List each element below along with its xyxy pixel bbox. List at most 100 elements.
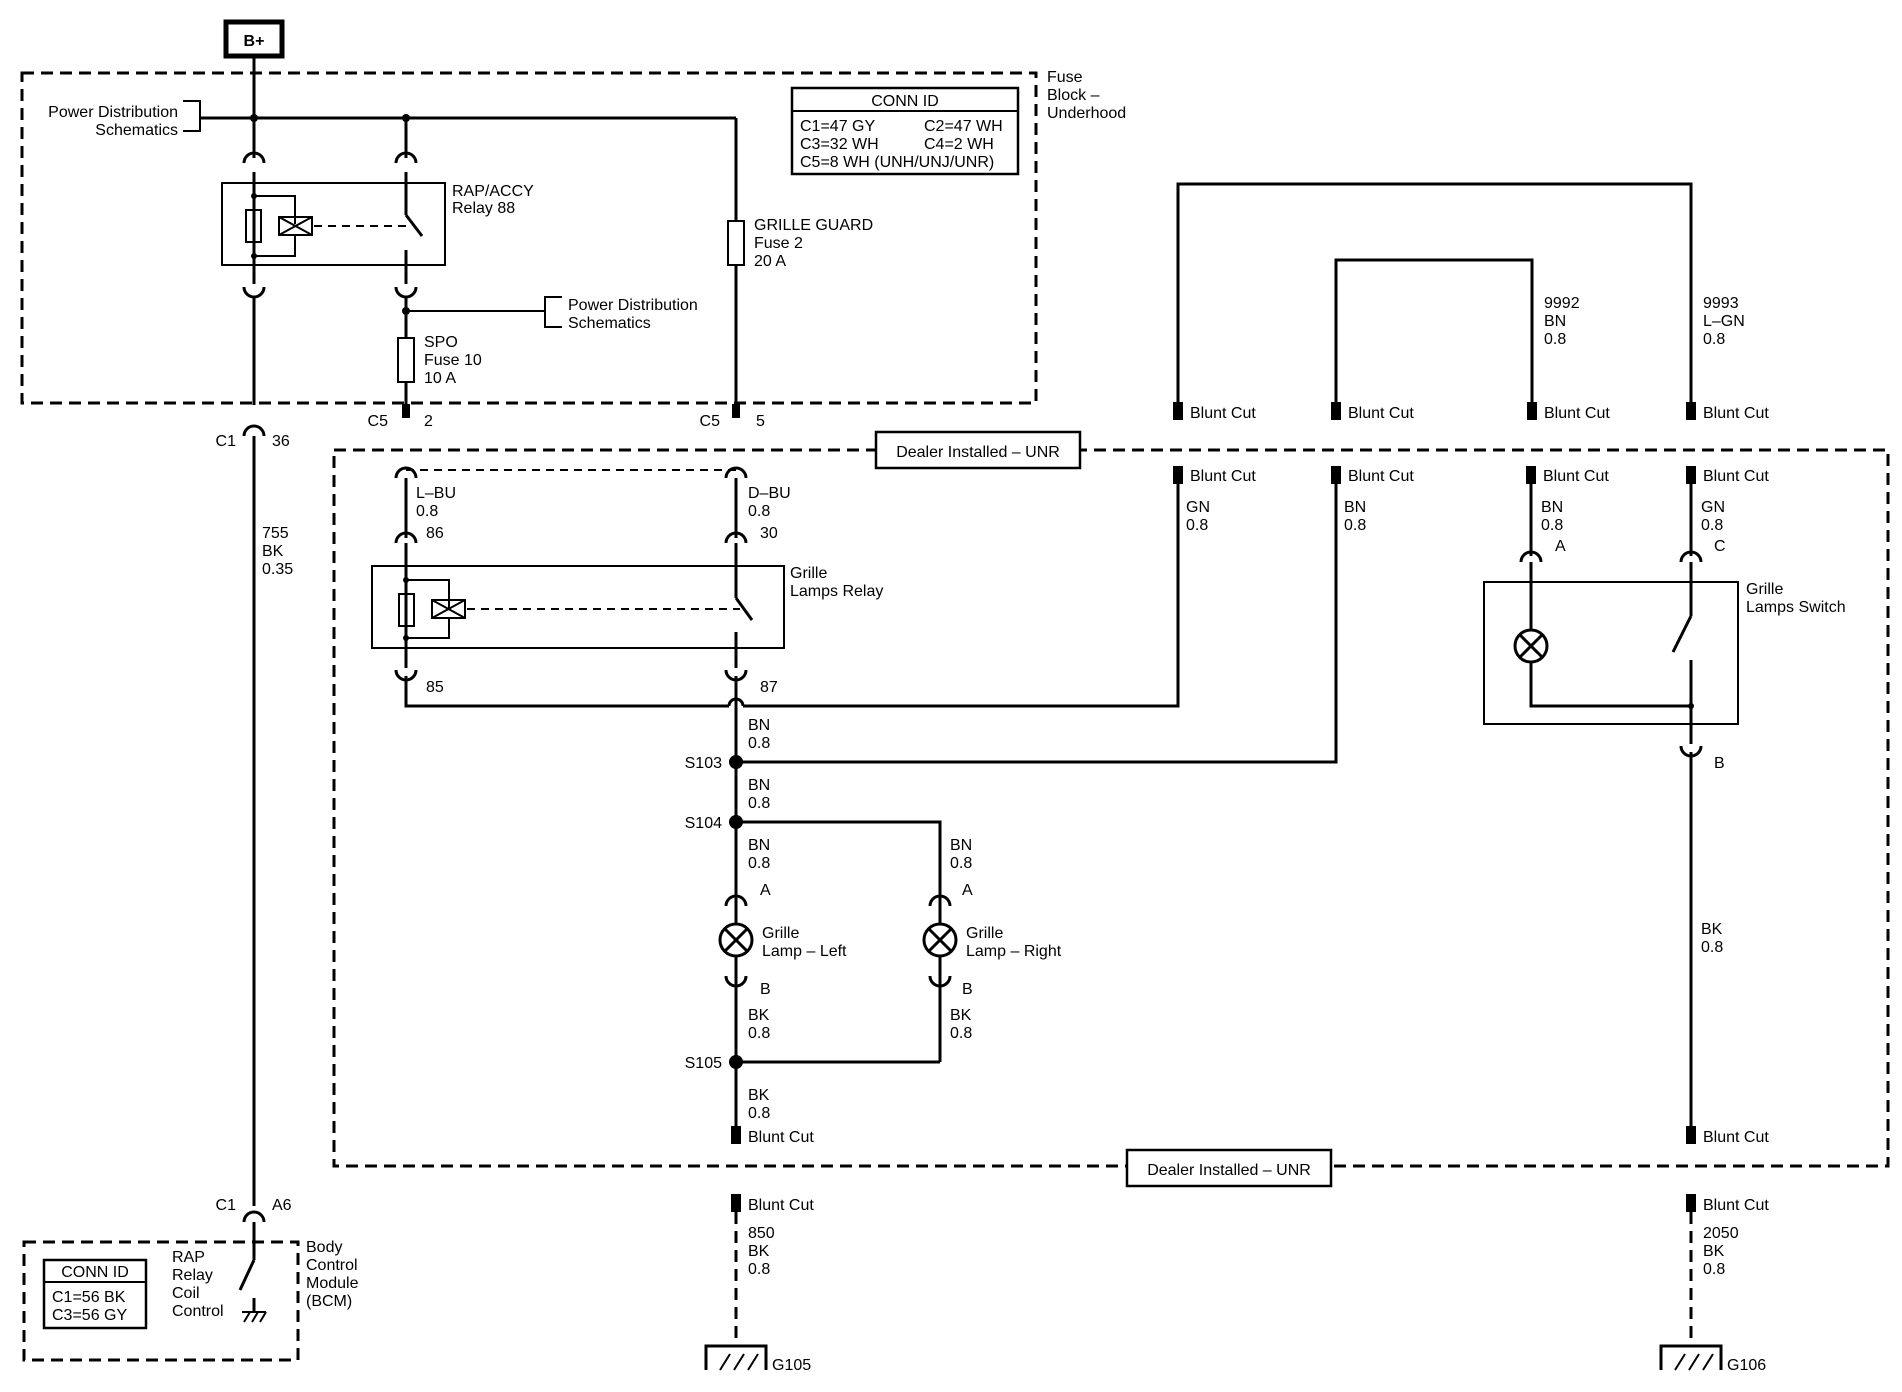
bn-s103-2: 0.8 — [748, 795, 770, 812]
dbu-2: 0.8 — [748, 503, 770, 520]
blunt-bn-top: Blunt Cut — [1348, 468, 1414, 485]
grille-fuse-label-2: Fuse 2 — [754, 235, 803, 252]
bcm-control-4: Control — [172, 1303, 224, 1320]
bcm-conn-id-row1: C1=56 BK — [52, 1289, 126, 1306]
conn-c5-5-pin: 5 — [756, 413, 765, 430]
rap-relay-label-1: RAP/ACCY — [452, 183, 534, 200]
conn-c5-2-pin: 2 — [424, 413, 433, 430]
bk-s105-2: 0.8 — [748, 1105, 770, 1122]
w2050-2: BK — [1703, 1243, 1725, 1260]
rap-relay-label-2: Relay 88 — [452, 200, 515, 217]
lbu-2: 0.8 — [416, 503, 438, 520]
bcm-module-2: Control — [306, 1257, 358, 1274]
bn-a-2: 0.8 — [1541, 517, 1563, 534]
blunt-ext-1: Blunt Cut — [1190, 405, 1256, 422]
fuse-conn-id-box — [790, 86, 1020, 176]
w755-1: 755 — [262, 525, 289, 542]
w9992-2: BN — [1544, 313, 1566, 330]
fuse-conn-id-row1: C1=47 GY — [800, 118, 875, 135]
relay-pin-86: 86 — [426, 525, 444, 542]
w9992-3: 0.8 — [1544, 331, 1566, 348]
bn-lampL-2: 0.8 — [748, 855, 770, 872]
bcm-conn-id-row2: C3=56 GY — [52, 1307, 127, 1324]
blunt-s105-bottom: Blunt Cut — [748, 1129, 814, 1146]
power-dist-top-1: Power Distribution — [48, 104, 178, 121]
blunt-g106-top: Blunt Cut — [1703, 1197, 1769, 1214]
gn-left-1: GN — [1186, 499, 1210, 516]
bn-lampL-1: BN — [748, 837, 770, 854]
w9993-2: L–GN — [1703, 313, 1745, 330]
fuse-block-label-1: Fuse — [1047, 69, 1083, 86]
spo-fuse-label-3: 10 A — [424, 370, 456, 387]
blunt-gn-c-top: Blunt Cut — [1703, 468, 1769, 485]
ground-g106: G106 — [1727, 1357, 1766, 1374]
switch-name-2: Lamps Switch — [1746, 599, 1846, 616]
w755-3: 0.35 — [262, 561, 293, 578]
splice-s105: S105 — [685, 1055, 722, 1072]
splice-s104: S104 — [685, 815, 722, 832]
spo-fuse-label-1: SPO — [424, 334, 458, 351]
battery-box — [223, 19, 285, 59]
switch-pin-c: C — [1714, 538, 1726, 555]
bk-switch-2: 0.8 — [1701, 939, 1723, 956]
switch-pin-a: A — [1555, 538, 1566, 555]
fuse-block-label-2: Block – — [1047, 87, 1100, 104]
bk-lampL-1: BK — [748, 1007, 770, 1024]
lampR-pin-a: A — [962, 882, 973, 899]
bk-lampR-2: 0.8 — [950, 1025, 972, 1042]
w9992-1: 9992 — [1544, 295, 1580, 312]
w850-3: 0.8 — [748, 1261, 770, 1278]
lampR-pin-b: B — [962, 981, 973, 998]
conn-c1-36-pin: 36 — [272, 433, 290, 450]
blunt-ext-3: Blunt Cut — [1544, 405, 1610, 422]
lampL-pin-a: A — [760, 882, 771, 899]
battery-label: B+ — [244, 33, 265, 50]
bcm-module-1: Body — [306, 1239, 342, 1256]
gn-c-1: GN — [1701, 499, 1725, 516]
blunt-gn-top: Blunt Cut — [1190, 468, 1256, 485]
ground-g105: G105 — [772, 1357, 811, 1374]
fuse-block-label-3: Underhood — [1047, 105, 1126, 122]
power-dist-mid-2: Schematics — [568, 315, 651, 332]
bcm-module-3: Module — [306, 1275, 359, 1292]
bn-87-2: 0.8 — [748, 735, 770, 752]
grille-relay-name-1: Grille — [790, 565, 827, 582]
relay-pin-85: 85 — [426, 679, 444, 696]
bcm-boundary — [22, 1240, 300, 1362]
relay-pin-30: 30 — [760, 525, 778, 542]
grille-lamps-switch-box — [1483, 581, 1739, 725]
blunt-g105-top: Blunt Cut — [748, 1197, 814, 1214]
gn-left-2: 0.8 — [1186, 517, 1208, 534]
dealer-label-bottom: Dealer Installed – UNR — [1147, 1162, 1311, 1179]
lampR-name-2: Lamp – Right — [966, 943, 1062, 960]
switch-pin-b: B — [1714, 755, 1725, 772]
bk-s105-1: BK — [748, 1087, 770, 1104]
blunt-ext-2: Blunt Cut — [1348, 405, 1414, 422]
bk-switch-1: BK — [1701, 921, 1723, 938]
bn-lampR-2: 0.8 — [950, 855, 972, 872]
grille-fuse-label-3: 20 A — [754, 253, 786, 270]
lbu-1: L–BU — [416, 485, 456, 502]
bcm-control-2: Relay — [172, 1267, 213, 1284]
w850-1: 850 — [748, 1225, 775, 1242]
bcm-conn-id-title: CONN ID — [61, 1264, 129, 1281]
blunt-bn-a-top: Blunt Cut — [1543, 468, 1609, 485]
lampR-name-1: Grille — [966, 925, 1003, 942]
w755-2: BK — [262, 543, 284, 560]
splice-s103: S103 — [685, 755, 722, 772]
bn-lampR-1: BN — [950, 837, 972, 854]
bk-lampL-2: 0.8 — [748, 1025, 770, 1042]
bn-left-2: 0.8 — [1344, 517, 1366, 534]
fuse-conn-id-row3: C3=32 WH — [800, 136, 879, 153]
bn-a-1: BN — [1541, 499, 1563, 516]
dealer-label-top: Dealer Installed – UNR — [896, 444, 1060, 461]
fuse-block-boundary — [20, 71, 1038, 405]
power-dist-top-2: Schematics — [95, 122, 178, 139]
grille-relay-name-2: Lamps Relay — [790, 583, 883, 600]
lampL-name-1: Grille — [762, 925, 799, 942]
rap-accy-relay-box — [221, 182, 446, 266]
bcm-control-3: Coil — [172, 1285, 200, 1302]
w2050-3: 0.8 — [1703, 1261, 1725, 1278]
bcm-conn-id-box — [42, 1258, 148, 1330]
